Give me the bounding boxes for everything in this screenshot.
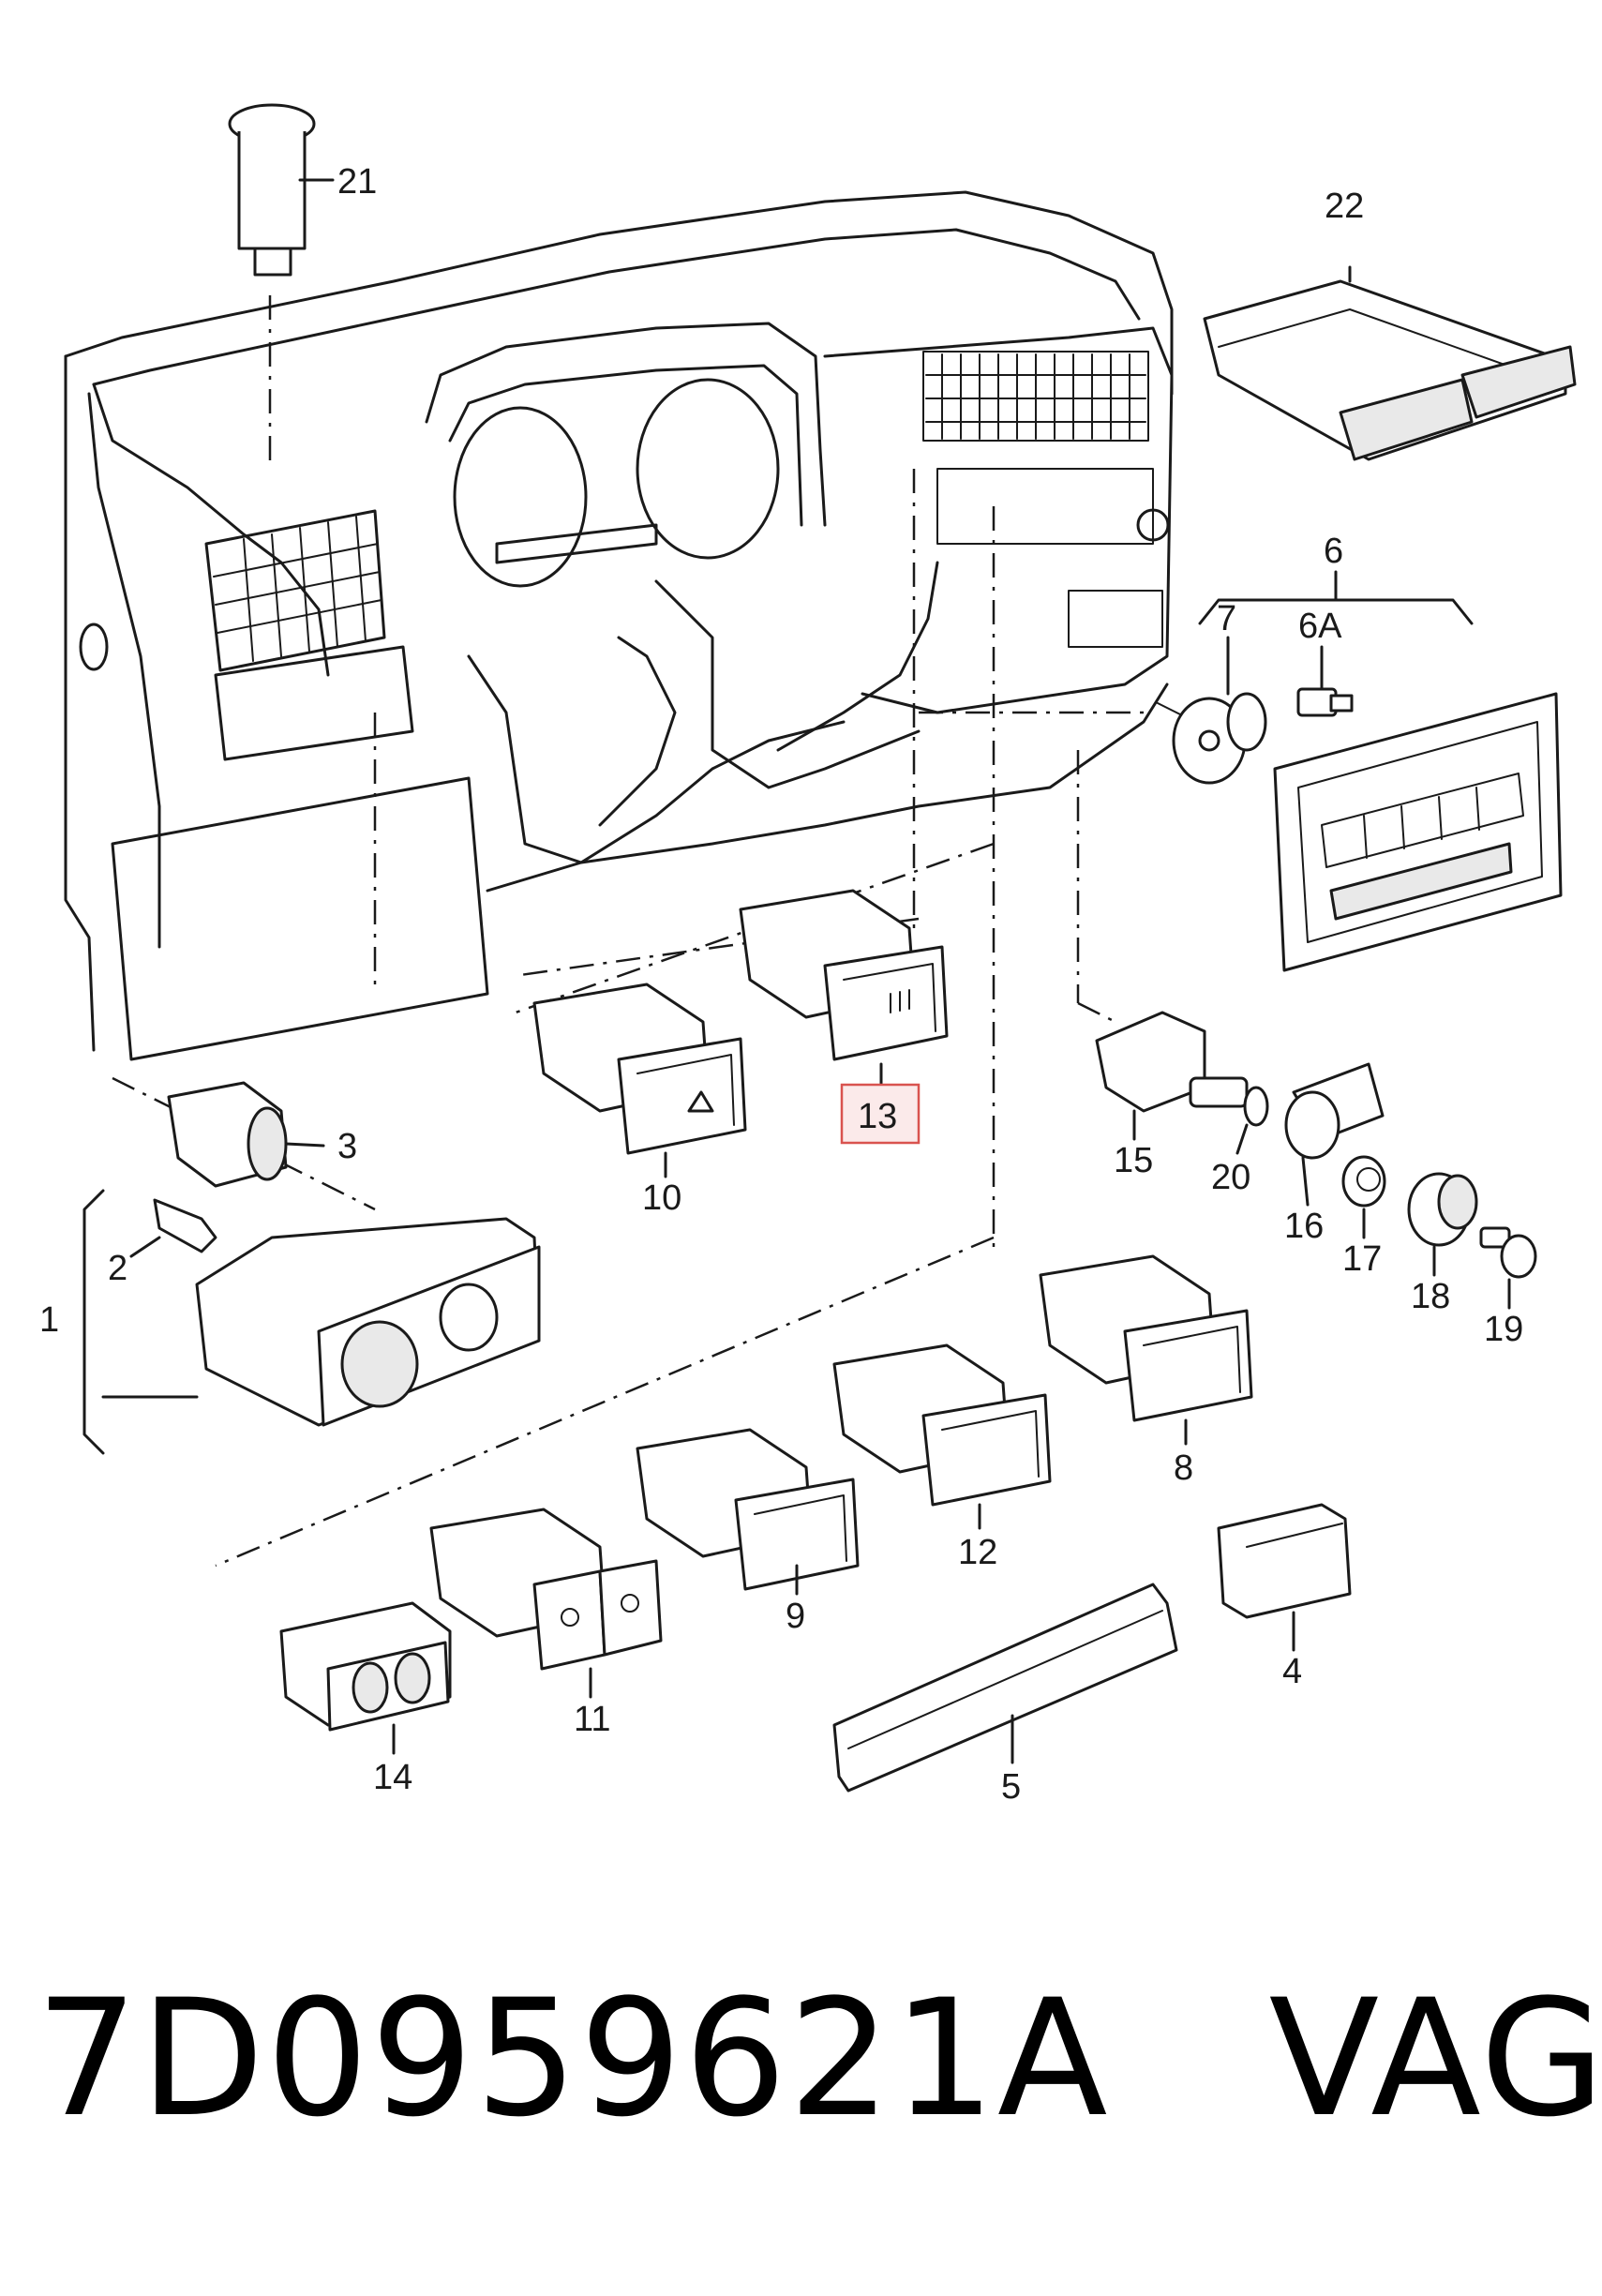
part-20-bulb [1235, 1086, 1269, 1155]
part-4-blank-cover [1217, 1503, 1352, 1652]
callout-10: 10 [642, 1178, 681, 1218]
callout-3: 3 [337, 1127, 357, 1166]
callout-2: 2 [108, 1249, 127, 1288]
part-3-connector [167, 1081, 325, 1188]
dashboard-illustration [64, 190, 1174, 1061]
callout-18: 18 [1411, 1277, 1450, 1316]
part-12-switch [832, 1343, 1052, 1530]
part-21-socket [228, 103, 335, 277]
part-10-hazard-switch [532, 983, 747, 1178]
callout-labels: 21 22 6 7 6A 13 10 3 2 1 15 20 16 17 18 … [39, 162, 1523, 1807]
part-9-switch [636, 1428, 860, 1596]
callout-21: 21 [337, 162, 377, 202]
callout-13: 13 [858, 1097, 897, 1136]
part-1-light-switch [82, 1189, 541, 1455]
callout-11: 11 [574, 1700, 610, 1739]
callout-1: 1 [39, 1300, 59, 1340]
part-16-gasket [1284, 1062, 1385, 1207]
callout-17: 17 [1342, 1239, 1382, 1279]
part-22-vent-assembly [1203, 265, 1577, 461]
callout-6a: 6A [1298, 607, 1342, 646]
callout-6: 6 [1324, 532, 1343, 571]
callout-14: 14 [373, 1758, 412, 1797]
callout-7: 7 [1217, 599, 1236, 638]
callout-19: 19 [1484, 1310, 1523, 1349]
callout-8: 8 [1174, 1448, 1193, 1488]
callout-15: 15 [1114, 1141, 1153, 1180]
part-14-switch [279, 1601, 452, 1755]
callout-12: 12 [958, 1533, 997, 1572]
part-19-screw [1479, 1226, 1537, 1310]
part-15-switch [1095, 1011, 1249, 1141]
part-11-switch [429, 1508, 663, 1699]
part-17-nut [1341, 1155, 1386, 1239]
callout-22: 22 [1325, 187, 1364, 226]
part-7-knob [1172, 636, 1267, 785]
part-2-bulb-holder [129, 1198, 217, 1258]
callout-16: 16 [1284, 1207, 1324, 1246]
callout-5: 5 [1001, 1767, 1021, 1807]
part-number-caption: 7D0959621A VAG [36, 1964, 1602, 2153]
part-18-knob [1407, 1172, 1478, 1277]
part-8-switch [1039, 1254, 1253, 1446]
callout-4: 4 [1282, 1652, 1302, 1691]
part-6a-bulb [1296, 645, 1354, 717]
callout-13-highlight [840, 1083, 921, 1145]
part-5-trim-strip [832, 1583, 1178, 1793]
callout-20: 20 [1211, 1158, 1250, 1197]
part-6-climate-control [1198, 570, 1563, 972]
callout-9: 9 [786, 1597, 805, 1636]
part-13-switch [739, 889, 949, 1089]
